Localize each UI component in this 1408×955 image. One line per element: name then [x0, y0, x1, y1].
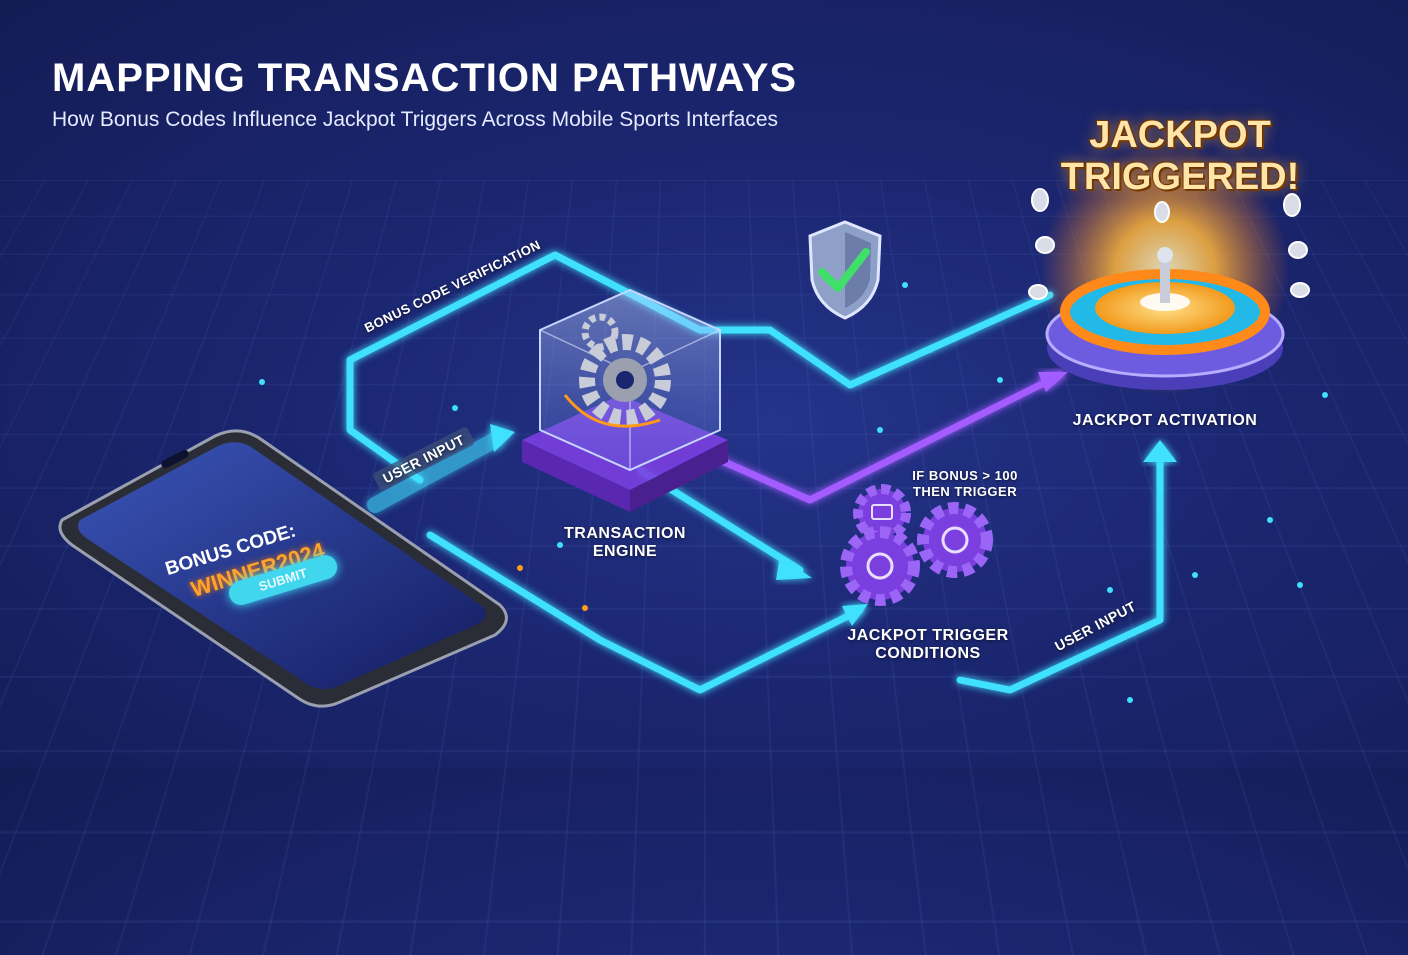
coin-icon	[1288, 241, 1308, 259]
transaction-engine	[522, 288, 728, 512]
gear-icon	[840, 526, 920, 606]
gear-icon	[917, 502, 993, 578]
coin-icon	[1290, 282, 1310, 298]
jackpot-banner-line2: TRIGGERED!	[1060, 156, 1300, 198]
page-title: MAPPING TRANSACTION PATHWAYS	[52, 56, 798, 100]
condition-gears	[840, 484, 993, 606]
condition-label-line1: IF BONUS > 100	[912, 468, 1018, 483]
coin-icon	[1031, 188, 1049, 212]
jackpot-activation-label: JACKPOT ACTIVATION	[1072, 412, 1258, 429]
coin-icon	[1283, 193, 1301, 217]
arrow-lower-conditions	[842, 604, 868, 626]
gear-icon	[579, 334, 671, 426]
glow-dots	[259, 282, 1328, 703]
purple-pathway	[716, 371, 1064, 504]
path-user-input-2	[956, 451, 1164, 694]
trigger-conditions-line2: CONDITIONS	[875, 645, 981, 662]
coin-icon	[1035, 236, 1055, 254]
shield-check-icon	[808, 220, 882, 320]
transaction-engine-label-line1: TRANSACTION	[564, 525, 686, 542]
path-lower	[426, 531, 864, 694]
condition-label-line2: THEN TRIGGER	[912, 484, 1018, 499]
arrow-to-conditions	[776, 556, 812, 580]
arrow-user-input-band	[367, 432, 503, 513]
jackpot-banner-line1: JACKPOT	[1089, 114, 1271, 156]
transaction-engine-label-line2: ENGINE	[592, 543, 658, 560]
trigger-conditions-line1: JACKPOT TRIGGER	[847, 627, 1009, 644]
gear-icon	[581, 313, 619, 351]
condition-label: IF BONUS > 100 THEN TRIGGER	[900, 468, 1030, 500]
coin-icon	[1154, 201, 1170, 223]
transaction-engine-label: TRANSACTION ENGINE	[550, 525, 700, 561]
arrow-to-jackpot	[1038, 372, 1068, 392]
roulette-wheel-icon	[1040, 145, 1290, 395]
coins	[1028, 188, 1310, 300]
arrow-up-jackpot	[1143, 440, 1177, 462]
jackpot-triggered-banner: JACKPOT TRIGGERED!	[1040, 114, 1320, 198]
gear-icon	[853, 484, 911, 542]
coin-icon	[1028, 284, 1048, 300]
page-subtitle: How Bonus Codes Influence Jackpot Trigge…	[52, 108, 779, 131]
jackpot-trigger-conditions-label: JACKPOT TRIGGER CONDITIONS	[838, 627, 1018, 663]
